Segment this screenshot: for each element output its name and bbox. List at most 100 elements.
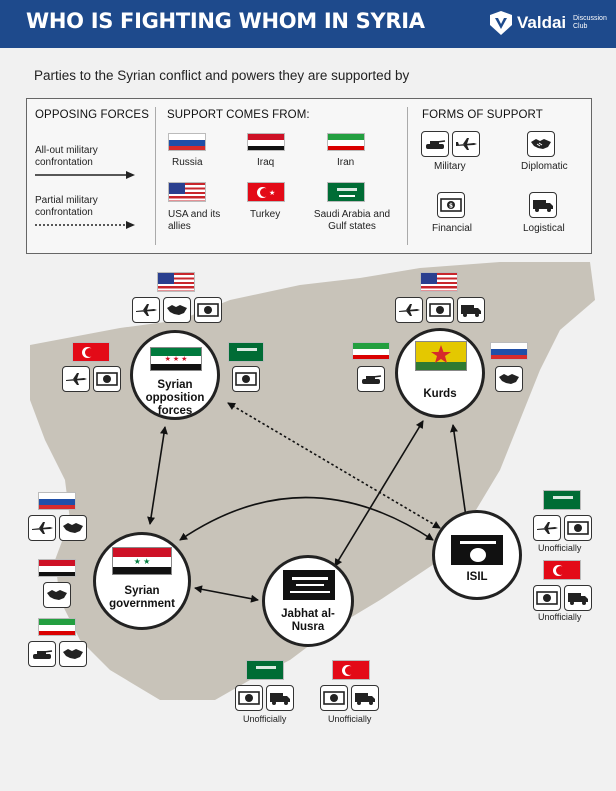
turkey-flag-icon <box>72 342 110 362</box>
iran-flag-icon <box>327 133 365 151</box>
legend-logistical-label: Logistical <box>523 223 565 234</box>
edge-government-isil <box>179 496 434 541</box>
legend-partial-label: Partial military confrontation <box>35 195 98 218</box>
iran-flag-icon <box>38 618 76 636</box>
money-icon <box>235 685 263 711</box>
jet-icon <box>395 297 423 323</box>
money-icon <box>426 297 454 323</box>
jet-icon <box>533 515 561 541</box>
node-label-nusra: Jabhat al-Nusra <box>281 608 335 633</box>
money-icon <box>93 366 121 392</box>
legend-forms-heading: FORMS OF SUPPORT <box>422 109 543 121</box>
money-icon <box>564 515 592 541</box>
subtitle: Parties to the Syrian conflict and power… <box>34 68 410 83</box>
legend-box: OPPOSING FORCES All-out military confron… <box>26 98 592 254</box>
money-icon <box>232 366 260 392</box>
node-isil: ISIL <box>432 510 522 600</box>
edge-opposition-government <box>147 426 168 525</box>
jet-icon <box>62 366 90 392</box>
jet-icon <box>28 515 56 541</box>
note-unofficially: Unofficially <box>328 714 372 724</box>
handshake-icon <box>59 641 87 667</box>
legend-diplomatic-label: Diplomatic <box>521 161 568 172</box>
nusra-flag-icon <box>283 570 335 600</box>
legend-saudi-label: Saudi Arabia and Gulf states <box>313 209 391 232</box>
saudi-flag-icon <box>327 182 365 202</box>
legend-all-out-label: All-out military confrontation <box>35 145 98 168</box>
node-syrian-opposition: ★ ★ ★ Syrian opposition forces <box>130 330 220 420</box>
legend-military-label: Military <box>434 161 466 172</box>
legend-financial-label: Financial <box>432 223 473 234</box>
legend-opposing-heading: OPPOSING FORCES <box>35 109 149 121</box>
note-unofficially: Unofficially <box>538 543 582 553</box>
truck-icon <box>529 192 557 218</box>
russia-flag-icon <box>38 492 76 510</box>
jet-icon <box>132 297 160 323</box>
handshake-icon <box>43 582 71 608</box>
edge-government-nusra <box>194 585 259 603</box>
page-title: WHO IS FIGHTING WHOM IN SYRIA <box>26 9 425 33</box>
money-icon <box>320 685 348 711</box>
edge-kurds-isil <box>450 424 470 525</box>
truck-icon <box>457 297 485 323</box>
logo-subtitle: Discussion Club <box>573 15 607 30</box>
node-kurds: Kurds <box>395 328 485 418</box>
tank-icon <box>28 641 56 667</box>
legend-turkey-label: Turkey <box>250 209 281 220</box>
saudi-flag-icon <box>543 490 581 510</box>
usa-flag-icon <box>168 182 206 202</box>
solid-arrow-icon <box>35 171 135 179</box>
logo-name: Valdai <box>517 13 567 32</box>
iran-flag-icon <box>352 342 390 360</box>
truck-icon <box>564 585 592 611</box>
money-icon <box>194 297 222 323</box>
iraq-flag-icon <box>247 133 285 151</box>
node-jabhat-al-nusra: Jabhat al-Nusra <box>262 555 354 647</box>
node-label-government: Syrian government <box>109 585 175 610</box>
syrian-opposition-flag-icon: ★ ★ ★ <box>150 347 202 371</box>
russia-flag-icon <box>168 133 206 151</box>
truck-icon <box>266 685 294 711</box>
jet-icon <box>452 131 480 157</box>
turkey-flag-icon: ★ <box>247 182 285 202</box>
saudi-flag-icon <box>246 660 284 680</box>
legend-support-heading: SUPPORT COMES FROM: <box>167 109 310 121</box>
node-label-opposition: Syrian opposition forces <box>145 379 205 417</box>
handshake-icon <box>59 515 87 541</box>
legend-iran-label: Iran <box>337 157 355 168</box>
node-syrian-government: ★ ★ Syrian government <box>93 532 191 630</box>
node-label-isil: ISIL <box>466 571 488 583</box>
tank-icon <box>357 366 385 392</box>
edge-kurds-nusra <box>334 420 424 567</box>
note-unofficially: Unofficially <box>243 714 287 724</box>
svg-text:$: $ <box>449 203 453 210</box>
legend-divider <box>155 107 156 245</box>
legend-usa-label: USA and its allies <box>168 209 221 232</box>
handshake-icon <box>163 297 191 323</box>
handshake-icon <box>527 131 555 157</box>
turkey-flag-icon <box>332 660 370 680</box>
kurds-ypg-flag-icon <box>415 341 467 371</box>
legend-iraq-label: Iraq <box>257 157 275 168</box>
saudi-flag-icon <box>228 342 264 362</box>
dotted-arrow-icon <box>35 221 135 229</box>
legend-russia-label: Russia <box>172 157 203 168</box>
node-label-kurds: Kurds <box>423 388 457 400</box>
money-icon <box>533 585 561 611</box>
truck-icon <box>351 685 379 711</box>
valdai-logo: Valdai Discussion Club <box>490 9 607 39</box>
isil-flag-icon <box>451 535 503 565</box>
usa-flag-icon <box>157 272 195 292</box>
usa-flag-icon <box>420 272 458 292</box>
iraq-flag-icon <box>38 559 76 577</box>
turkey-flag-icon <box>543 560 581 580</box>
edge-opposition-isil <box>227 402 441 529</box>
valdai-logo-icon <box>490 11 512 35</box>
syria-government-flag-icon: ★ ★ <box>112 547 172 575</box>
header-bar: WHO IS FIGHTING WHOM IN SYRIA Valdai Dis… <box>0 0 616 48</box>
note-unofficially: Unofficially <box>538 612 582 622</box>
money-icon: $ <box>437 192 465 218</box>
tank-icon <box>421 131 449 157</box>
handshake-icon <box>495 366 523 392</box>
